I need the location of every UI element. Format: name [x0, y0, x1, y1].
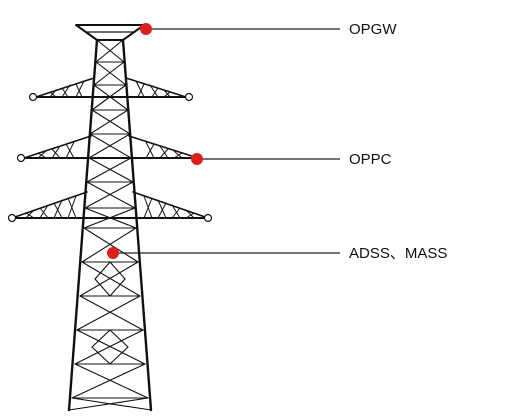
label-oppc: OPPC [349, 151, 392, 168]
adss-mass-marker [107, 247, 119, 259]
insulator-middle-left [16, 153, 26, 163]
insulator-points [7, 92, 213, 223]
cross-arm-upper [35, 77, 187, 98]
tower-structure [11, 24, 209, 412]
tower-body-bracing [68, 39, 152, 411]
tower-leg-right [121, 38, 153, 412]
tower-leg-left [67, 38, 99, 412]
label-opgw: OPGW [349, 21, 397, 38]
opgw-marker [140, 23, 152, 35]
cross-arm-middle [23, 135, 199, 159]
insulator-lower-left [7, 213, 17, 223]
insulator-upper-right [184, 92, 194, 102]
cable-markers [107, 23, 203, 259]
cross-arm-lower [11, 191, 209, 219]
label-adss-mass: ADSS、MASS [349, 245, 447, 262]
insulator-lower-right [203, 213, 213, 223]
insulator-upper-left [28, 92, 38, 102]
oppc-marker [191, 153, 203, 165]
leader-lines [118, 28, 340, 254]
